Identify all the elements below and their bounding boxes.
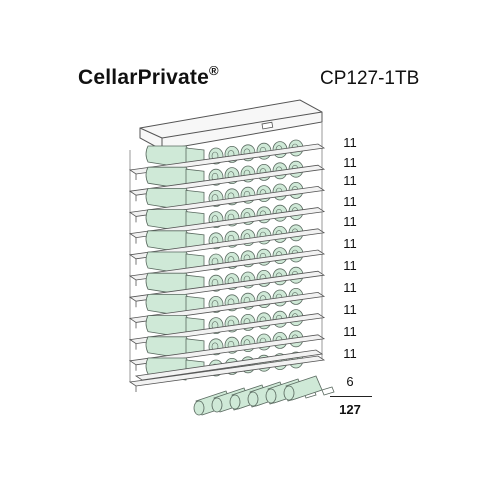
shelf (128, 355, 326, 387)
total-divider (330, 396, 372, 397)
bottle-neck (321, 386, 335, 396)
control-panel (261, 121, 274, 130)
shelf (128, 185, 326, 217)
shelf-count: 11 (343, 155, 357, 170)
shelf-count: 11 (343, 236, 357, 251)
wine-bottle-icon (211, 397, 223, 413)
brand-name: CellarPrivate (78, 66, 210, 89)
shelf (128, 143, 326, 175)
shelf (128, 270, 326, 302)
wine-bottle-icon (229, 394, 241, 410)
shelf (128, 313, 326, 345)
shelf (128, 164, 326, 196)
shelf-count: 11 (343, 302, 357, 317)
shelf (128, 291, 326, 323)
shelf (128, 249, 326, 281)
total-count: 127 (339, 402, 361, 417)
shelf-count: 11 (343, 214, 357, 229)
registered-mark: ® (209, 63, 219, 78)
wine-bottle-icon (265, 388, 277, 404)
model-number: CP127-1TB (320, 68, 420, 89)
shelf-count: 11 (343, 258, 357, 273)
bottom-shelf (134, 349, 324, 381)
shelf-count: 11 (343, 324, 357, 339)
shelf-count: 11 (343, 280, 357, 295)
bottom-count: 6 (346, 374, 354, 389)
shelf-count: 11 (343, 173, 357, 188)
shelf-count: 11 (343, 194, 357, 209)
brand-title: CellarPrivate® (78, 63, 219, 90)
shelf-count: 11 (343, 346, 357, 361)
wine-bottle-icon (247, 391, 259, 407)
shelf-count: 11 (343, 135, 357, 150)
shelf (128, 207, 326, 239)
wine-bottle-icon (193, 400, 205, 416)
shelf (128, 228, 326, 260)
shelf (128, 334, 326, 366)
wine-bottle-icon (283, 385, 295, 401)
